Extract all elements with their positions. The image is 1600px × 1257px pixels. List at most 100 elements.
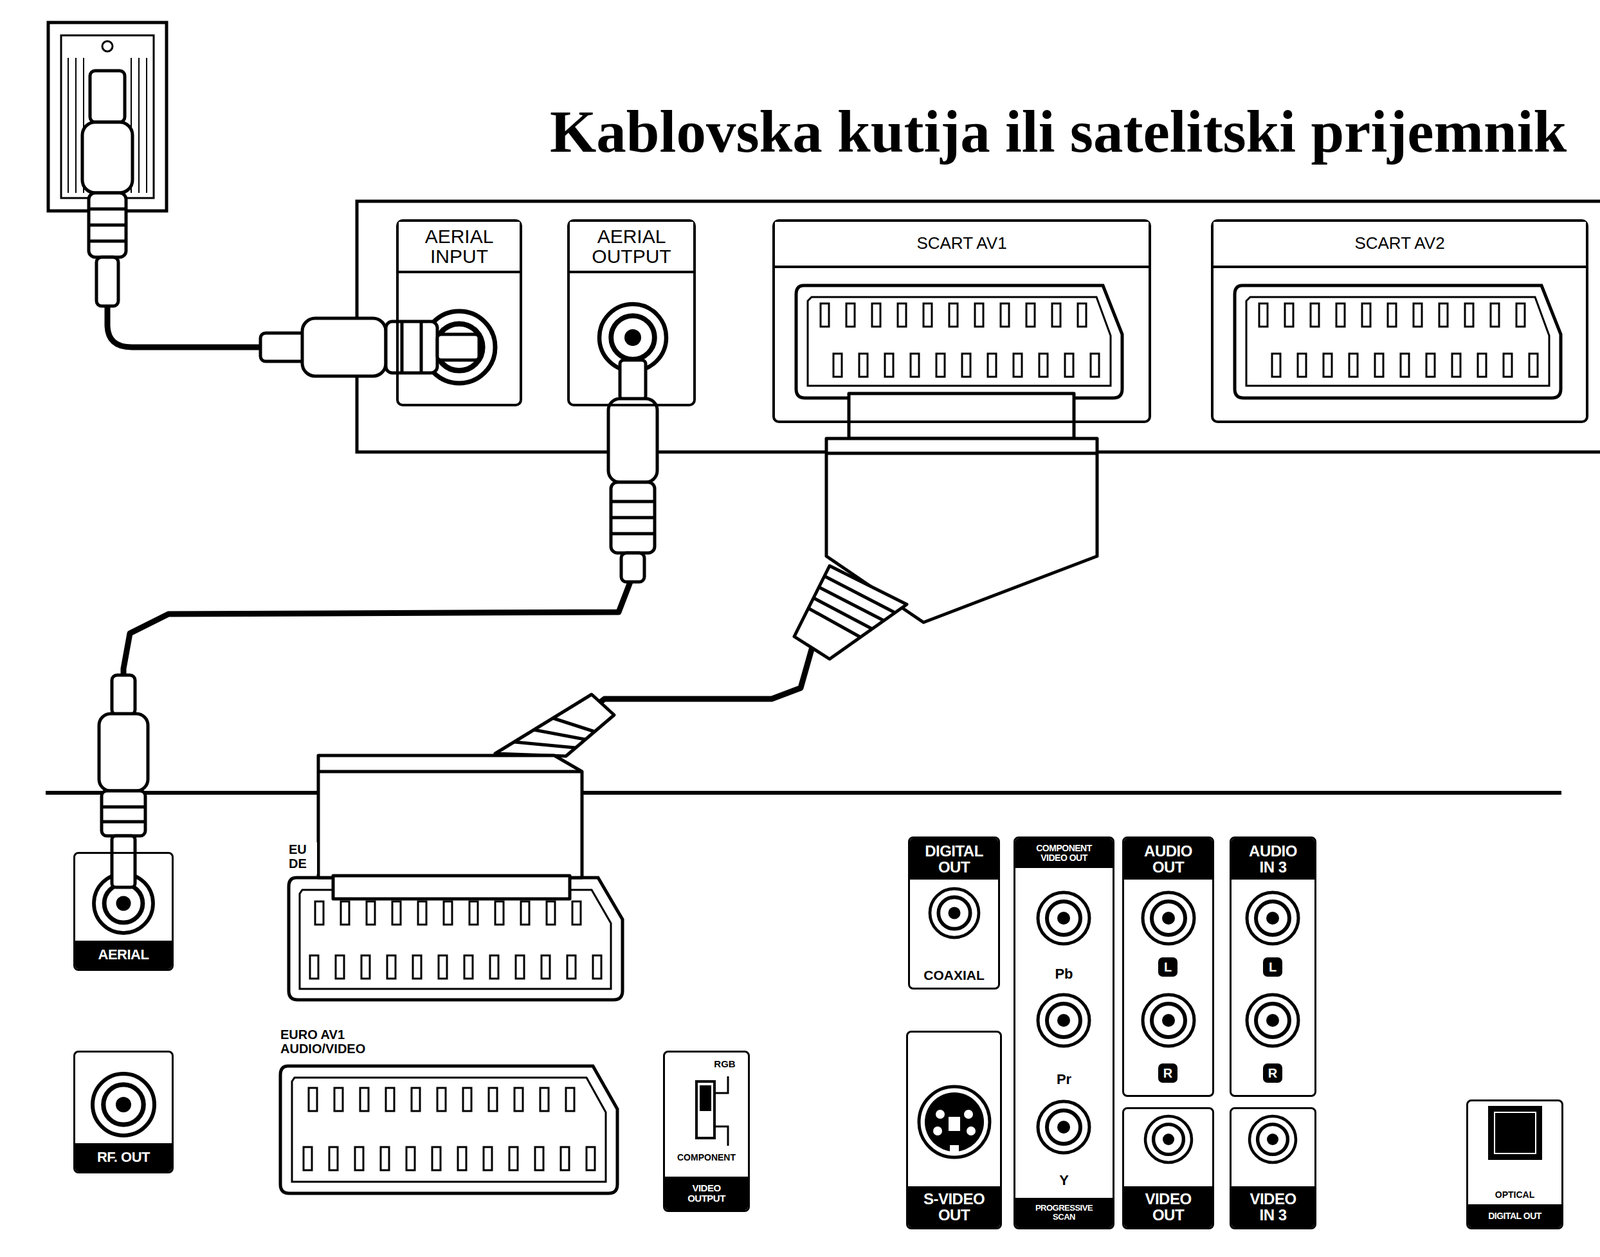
label-text: Pb <box>1054 966 1073 982</box>
port-label: SCART AV1 <box>774 221 1149 269</box>
label-text: COAXIAL <box>923 968 985 983</box>
scart-port: EURO AV1 AUDIO/VIDEO <box>280 1027 622 1197</box>
port-label: SCART AV2 <box>1213 221 1586 269</box>
recorder-panel-edge <box>45 790 1562 795</box>
label-text: VIDEO OUT <box>1134 1190 1202 1224</box>
scart-socket <box>796 285 1123 399</box>
video-jack <box>1145 1116 1192 1163</box>
scart-socket <box>280 1066 618 1194</box>
jack-box: AERIAL <box>73 852 174 972</box>
label-text: COMPONENT VIDEO OUT <box>1025 843 1103 863</box>
switch-slider <box>699 1085 712 1112</box>
channel-badge: R <box>1158 1063 1178 1083</box>
optical-port-rim <box>1494 1112 1536 1154</box>
port-label: S-VIDEO OUT <box>908 1186 1000 1228</box>
video-jack <box>1249 1116 1296 1163</box>
port-label: COMPONENT VIDEO OUT <box>1015 838 1113 869</box>
label-text: RGB <box>713 1059 736 1070</box>
label-text: EURO AV1 AUDIO/VIDEO <box>280 1027 390 1056</box>
port-label: VIDEO OUTPUT <box>664 1176 748 1211</box>
label-text: COMPONENT <box>677 1153 736 1163</box>
jack-box: OPTICALDIGITAL OUT <box>1466 1099 1564 1230</box>
port-label: AERIAL <box>75 940 172 970</box>
antenna-cable <box>107 306 264 348</box>
jack-box: AUDIO OUT L R <box>1122 836 1215 1098</box>
port-box: AERIAL OUTPUT <box>567 219 696 407</box>
port-label: RF. OUT <box>75 1143 172 1172</box>
coaxial-jack <box>929 888 979 938</box>
jack-box: DIGITAL OUT COAXIAL <box>908 836 1000 990</box>
label-text: VIDEO OUTPUT <box>675 1183 738 1204</box>
audio-jack <box>1246 892 1299 945</box>
selector-switch <box>696 1081 715 1139</box>
port-label: DIGITAL OUT <box>1468 1204 1562 1228</box>
port-label: VIDEO IN 3 <box>1231 1186 1315 1228</box>
scart-socket <box>1234 285 1561 399</box>
jack-box: RF. OUT <box>73 1050 174 1174</box>
label-text: DIGITAL OUT <box>1488 1211 1542 1222</box>
coax-plug <box>82 70 133 307</box>
port-label: Y <box>1041 1171 1087 1191</box>
jack-box: COMPONENT VIDEO OUT PbPrY PROGRESSIVE SCAN <box>1013 836 1115 1230</box>
label-text: SCART AV2 <box>1354 234 1445 253</box>
audio-jack <box>1246 994 1299 1047</box>
scart-port: EU DE <box>288 842 625 1004</box>
label-text: R <box>1268 1066 1278 1081</box>
label-text: DIGITAL OUT <box>920 843 988 876</box>
port-label: DIGITAL OUT <box>909 838 999 880</box>
port-label: AUDIO IN 3 <box>1231 838 1315 880</box>
label-text: Pr <box>1056 1072 1072 1087</box>
port-box: AERIAL INPUT <box>396 219 523 407</box>
port-label: COAXIAL <box>909 965 999 986</box>
label-text: AERIAL OUTPUT <box>573 226 690 267</box>
wall-socket-plate <box>61 35 154 199</box>
channel-badge: L <box>1158 957 1178 977</box>
port-label: AERIAL OUTPUT <box>569 221 694 274</box>
label-text: AERIAL <box>98 947 150 963</box>
jack-box: VIDEO IN 3 <box>1229 1107 1317 1230</box>
channel-badge: L <box>1263 957 1283 977</box>
port-label: PROGRESSIVE SCAN <box>1015 1198 1113 1228</box>
label-text: SCART AV1 <box>916 234 1007 253</box>
component-jack <box>1037 994 1090 1047</box>
label-text: AUDIO IN 3 <box>1241 843 1305 876</box>
port-label: Pr <box>1041 1070 1087 1090</box>
port-label: EURO AV1 AUDIO/VIDEO <box>280 1027 390 1064</box>
audio-jack <box>1142 892 1195 945</box>
audio-jack <box>1142 994 1195 1047</box>
coax-plug <box>99 675 148 888</box>
jack-box: AUDIO IN 3 L R <box>1229 836 1317 1098</box>
label-text: L <box>1268 960 1277 975</box>
label-text: L <box>1163 960 1172 975</box>
port-box: SCART AV2 <box>1210 219 1589 424</box>
wall-socket <box>48 22 167 211</box>
label-text: R <box>1163 1066 1173 1081</box>
switch-bracket <box>714 1076 728 1146</box>
label-text: Y <box>1059 1172 1069 1188</box>
coax-plug <box>608 360 658 582</box>
component-jack <box>1037 892 1090 945</box>
rf-out-jack <box>92 1073 155 1136</box>
label-text: AERIAL INPUT <box>402 226 516 267</box>
label-text: PROGRESSIVE SCAN <box>1025 1203 1103 1222</box>
channel-badge: R <box>1263 1063 1283 1083</box>
switch-box: RGB COMPONENT VIDEO OUTPUT <box>663 1050 750 1213</box>
label-text: VIDEO IN 3 <box>1241 1190 1305 1224</box>
optical-port <box>1489 1107 1541 1159</box>
jack-box: S-VIDEO OUT <box>906 1030 1002 1230</box>
port-label: RGB <box>703 1055 746 1074</box>
wall-socket-hatch <box>68 57 147 193</box>
port-label: VIDEO OUT <box>1124 1186 1213 1228</box>
label-text: AUDIO OUT <box>1134 843 1202 876</box>
port-label: Pb <box>1041 964 1087 984</box>
wall-socket-screw <box>102 41 113 52</box>
coax-plug <box>260 318 480 377</box>
component-jack <box>1037 1101 1090 1154</box>
port-label: COMPONENT <box>664 1149 748 1166</box>
scart-plug <box>318 694 615 900</box>
port-box: SCART AV1 <box>772 219 1152 424</box>
receiver-panel <box>356 201 1600 453</box>
jack-box: VIDEO OUT <box>1122 1107 1215 1230</box>
